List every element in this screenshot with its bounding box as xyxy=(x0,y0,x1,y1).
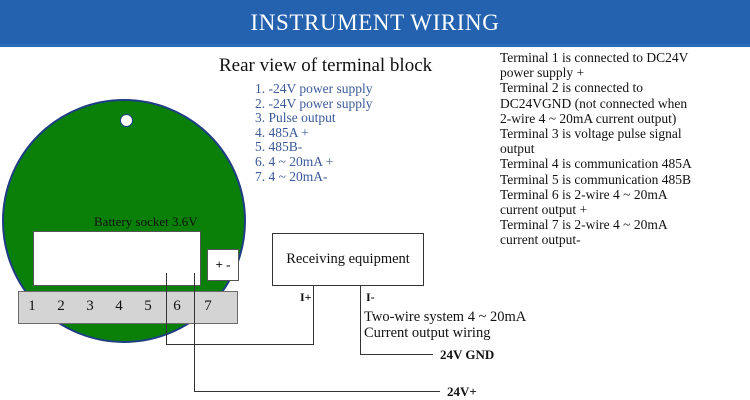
legend-item: 5. 485B- xyxy=(255,139,303,155)
wire-terminal6-down xyxy=(166,273,167,344)
terminal-number-2: 2 xyxy=(57,298,65,314)
legend-item: 1. -24V power supply xyxy=(255,81,373,96)
instrument-rear-view: Battery socket 3.6V + - 1 2 3 4 5 6 7 xyxy=(2,99,250,347)
note-line: current output + xyxy=(500,202,588,218)
wire-24vplus-across xyxy=(194,391,440,392)
note-line: Terminal 5 is communication 485B xyxy=(500,171,692,187)
note-line: DC24VGND (not connected when xyxy=(500,95,688,111)
note-line: Terminal 2 is connected to xyxy=(500,80,644,96)
battery-polarity-box: + - xyxy=(207,249,239,281)
wire-terminal7-down xyxy=(194,273,195,392)
terminal-number-6: 6 xyxy=(173,298,181,314)
input-positive-label: I+ xyxy=(300,290,312,304)
note-line: Terminal 4 is communication 485A xyxy=(500,156,692,172)
legend-item: 6. 4 ~ 20mA + xyxy=(255,153,334,169)
wire-iplus-up xyxy=(313,286,314,345)
note-line: power supply + xyxy=(500,65,585,81)
terminal-number-1: 1 xyxy=(28,298,36,314)
note-line: Terminal 6 is 2-wire 4 ~ 20mA xyxy=(500,186,668,202)
page-title: INSTRUMENT WIRING xyxy=(250,9,500,35)
page-header: INSTRUMENT WIRING xyxy=(0,0,750,44)
terminal-number-7: 7 xyxy=(204,298,212,314)
terminal-legend-list: 1. -24V power supply 2. -24V power suppl… xyxy=(255,81,485,184)
terminal-number-5: 5 xyxy=(144,298,152,314)
input-negative-label: I- xyxy=(366,290,375,304)
battery-socket-panel xyxy=(33,231,201,286)
note-line: Terminal 3 is voltage pulse signal xyxy=(500,126,682,142)
terminal-strip: 1 2 3 4 5 6 7 xyxy=(18,291,238,324)
two-wire-caption-line2: Current output wiring xyxy=(364,325,491,341)
supply-label: 24V+ xyxy=(447,384,477,399)
note-line: 2-wire 4 ~ 20mA current output) xyxy=(500,110,677,126)
gnd-label: 24V GND xyxy=(440,347,495,362)
wire-terminal6-across xyxy=(166,344,314,345)
screw-hole-top xyxy=(120,114,133,127)
header-divider xyxy=(0,44,750,47)
wire-24vgnd-across xyxy=(360,354,433,355)
battery-socket-label: Battery socket 3.6V xyxy=(94,214,198,229)
terminal-number-4: 4 xyxy=(115,298,123,314)
diagram-stage: Rear view of terminal block 1. -24V powe… xyxy=(0,47,750,400)
receiving-equipment-box: Receiving equipment xyxy=(272,233,424,286)
note-line: current output- xyxy=(500,232,581,248)
legend-item: 7. 4 ~ 20mA- xyxy=(255,168,328,184)
note-line: output xyxy=(500,141,535,157)
note-line: Terminal 7 is 2-wire 4 ~ 20mA xyxy=(500,217,668,233)
legend-item: 4. 485A + xyxy=(255,124,309,140)
receiving-equipment-label: Receiving equipment xyxy=(286,251,410,267)
wire-iminus-down xyxy=(360,286,361,355)
note-line: Terminal 1 is connected to DC24V xyxy=(500,50,689,65)
legend-item: 3. Pulse output xyxy=(255,110,336,126)
legend-item: 2. -24V power supply xyxy=(255,95,373,111)
terminal-number-3: 3 xyxy=(86,298,94,314)
two-wire-caption-line1: Two-wire system 4 ~ 20mA xyxy=(364,309,527,325)
terminal-notes-block: Terminal 1 is connected to DC24V power s… xyxy=(500,50,746,248)
rear-view-title: Rear view of terminal block xyxy=(219,55,433,76)
